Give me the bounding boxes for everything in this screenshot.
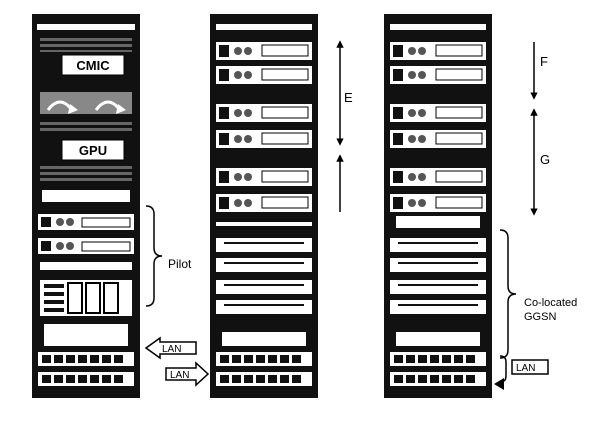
rack-2-server bbox=[216, 194, 312, 212]
lan-arrow-3: LAN bbox=[494, 355, 549, 390]
rack-3-server bbox=[390, 130, 486, 148]
colocated-label-line1: Co-located bbox=[524, 297, 577, 309]
rack-1-blank-panel bbox=[42, 190, 130, 202]
rack-1-vents bbox=[40, 38, 132, 52]
rack-3-servers bbox=[390, 42, 486, 212]
lan-label-3: LAN bbox=[516, 363, 535, 374]
rack-1-fans bbox=[40, 92, 132, 114]
colocated-brace bbox=[499, 229, 517, 359]
pilot-label: Pilot bbox=[168, 257, 192, 271]
rack-1-drive-bays bbox=[40, 280, 132, 316]
f-label: F bbox=[540, 54, 548, 69]
rack-2-lan-switch-2 bbox=[216, 372, 312, 386]
g-label: G bbox=[540, 152, 550, 167]
rack-3-lan-switch-2 bbox=[390, 372, 486, 386]
rack-3 bbox=[384, 14, 492, 398]
rack-3-lan-switch-1 bbox=[390, 352, 486, 366]
lan-label-2: LAN bbox=[170, 370, 189, 381]
cmic-label: CMIC bbox=[76, 58, 110, 73]
rack-2-server bbox=[216, 42, 312, 60]
cmic-box bbox=[61, 54, 125, 76]
gpu-label: GPU bbox=[79, 143, 107, 158]
rack-1-lan-switch-2 bbox=[38, 372, 134, 386]
rack-3-server bbox=[390, 168, 486, 186]
rack-1-server-1 bbox=[38, 214, 134, 230]
rack-2-lan-switch-1 bbox=[216, 352, 312, 366]
rack-3-blank-panel bbox=[396, 216, 480, 228]
lan-arrow-1: LAN bbox=[144, 336, 197, 360]
rack-1-lower-panel bbox=[44, 324, 128, 346]
rack-2-server bbox=[216, 168, 312, 186]
rack-3-server bbox=[390, 104, 486, 122]
lan-label-1: LAN bbox=[162, 344, 181, 355]
rack-3-server bbox=[390, 42, 486, 60]
lan-arrow-2: LAN bbox=[165, 361, 210, 387]
rack-3-blade-chassis bbox=[390, 238, 486, 314]
rack-2 bbox=[210, 14, 318, 398]
rack-1-lan-switch-1 bbox=[38, 352, 134, 366]
colocated-label-line2: GGSN bbox=[524, 311, 556, 323]
rack-1-switch-strip bbox=[40, 262, 132, 270]
rack-1: CMIC GPU bbox=[32, 14, 140, 398]
rack-3-server bbox=[390, 66, 486, 84]
rack-2-blade-chassis bbox=[216, 222, 312, 314]
rack-2-server bbox=[216, 130, 312, 148]
rack-2-server bbox=[216, 66, 312, 84]
pilot-brace bbox=[145, 205, 163, 307]
rack-1-server-2 bbox=[38, 238, 134, 254]
e-label: E bbox=[344, 90, 353, 105]
rack-3-server bbox=[390, 194, 486, 212]
rack-2-servers bbox=[216, 42, 312, 212]
rack-1-top-strip bbox=[37, 24, 135, 30]
rack-2-server bbox=[216, 104, 312, 122]
gpu-box bbox=[61, 139, 125, 161]
